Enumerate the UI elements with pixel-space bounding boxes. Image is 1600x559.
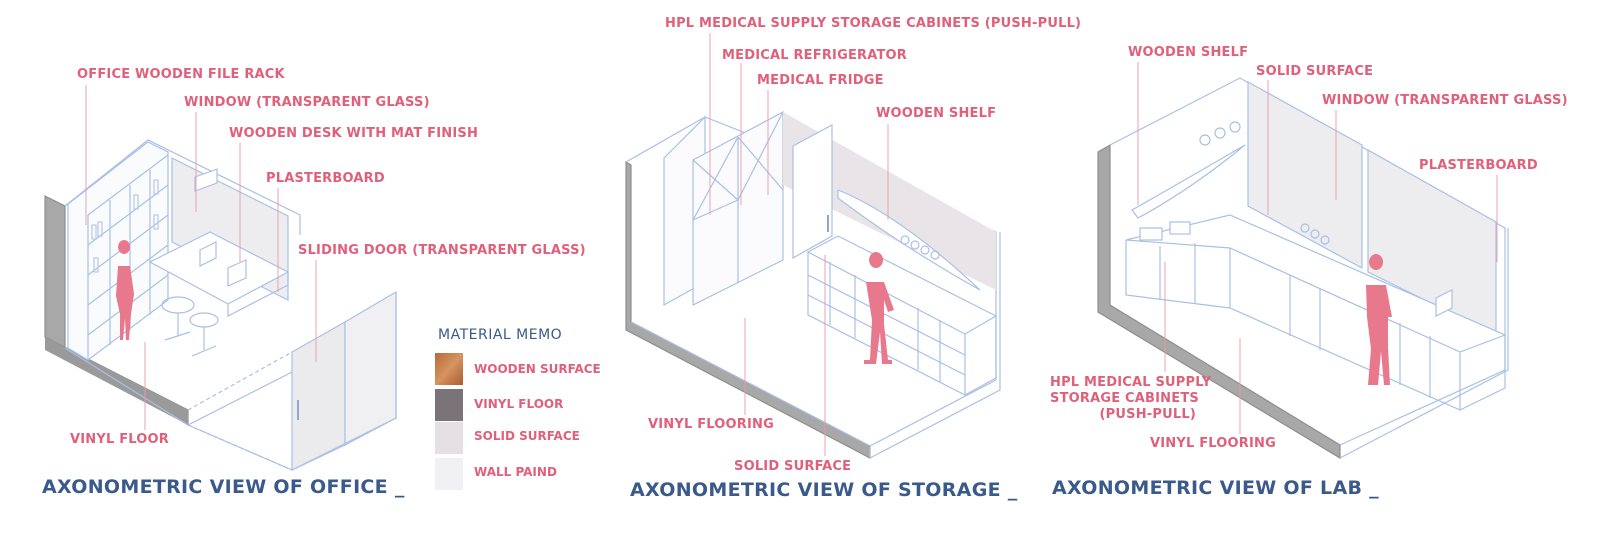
title-storage: AXONOMETRIC VIEW OF STORAGE _ [630,479,1018,501]
label-lab-wooden-shelf: WOODEN SHELF [1128,45,1249,60]
storage-axonometric [625,33,1001,459]
lab-counter [1125,214,1507,411]
label-lab-vinyl-flooring: VINYL FLOORING [1150,436,1277,451]
label-lab-window: WINDOW (TRANSPARENT GLASS) [1322,93,1568,108]
label-office-desk: WOODEN DESK WITH MAT FINISH [229,126,479,141]
lab-person [1366,254,1392,385]
label-storage-hpl-cabinets: HPL MEDICAL SUPPLY STORAGE CABINETS (PUS… [665,16,1082,31]
label-lab-plasterboard: PLASTERBOARD [1419,158,1538,173]
storage-fridge [792,123,833,260]
memo-label-solid-surface: SOLID SURFACE [474,429,580,443]
office-person [116,240,134,340]
label-lab-hpl-line3: (PUSH-PULL) [1099,407,1196,422]
label-lab-solid-surface: SOLID SURFACE [1256,64,1374,79]
label-storage-solid-surface: SOLID SURFACE [734,459,852,474]
title-lab: AXONOMETRIC VIEW OF LAB _ [1052,477,1379,499]
label-storage-wooden-shelf: WOODEN SHELF [876,106,997,121]
office-chairs [161,296,219,357]
label-lab-hpl-line2: STORAGE CABINETS [1050,391,1199,406]
label-lab-hpl-line1: HPL MEDICAL SUPPLY [1050,375,1212,390]
label-office-vinyl-floor: VINYL FLOOR [70,432,170,447]
storage-person [864,252,894,364]
storage-back-panel [783,112,996,290]
label-storage-vinyl-flooring: VINYL FLOORING [648,417,775,432]
office-sliding-door [187,290,397,471]
memo-swatches [435,353,463,490]
title-office: AXONOMETRIC VIEW OF OFFICE _ [42,476,405,498]
swatch-wooden-surface [435,353,463,385]
label-storage-fridge: MEDICAL FRIDGE [757,73,884,88]
label-storage-refrigerator: MEDICAL REFRIGERATOR [722,48,908,63]
lab-window-left [1247,80,1363,270]
memo-label-wooden-surface: WOODEN SURFACE [474,362,601,376]
office-axonometric [44,85,397,471]
swatch-vinyl-floor [435,389,463,421]
label-office-file-rack: OFFICE WOODEN FILE RACK [77,67,285,82]
office-file-rack [67,141,169,361]
memo-heading: MATERIAL MEMO [438,327,563,343]
swatch-wall-paind [435,458,463,490]
label-office-sliding-door: SLIDING DOOR (TRANSPARENT GLASS) [298,243,586,258]
memo-label-vinyl-floor: VINYL FLOOR [474,397,564,411]
label-office-plasterboard: PLASTERBOARD [266,171,385,186]
storage-hpl-cabinets [663,111,784,307]
label-office-window: WINDOW (TRANSPARENT GLASS) [184,95,430,110]
swatch-solid-surface [435,422,463,454]
memo-label-wall-paind: WALL PAIND [474,465,557,479]
lab-wooden-shelf [1131,144,1246,219]
lab-axonometric [1097,62,1509,460]
